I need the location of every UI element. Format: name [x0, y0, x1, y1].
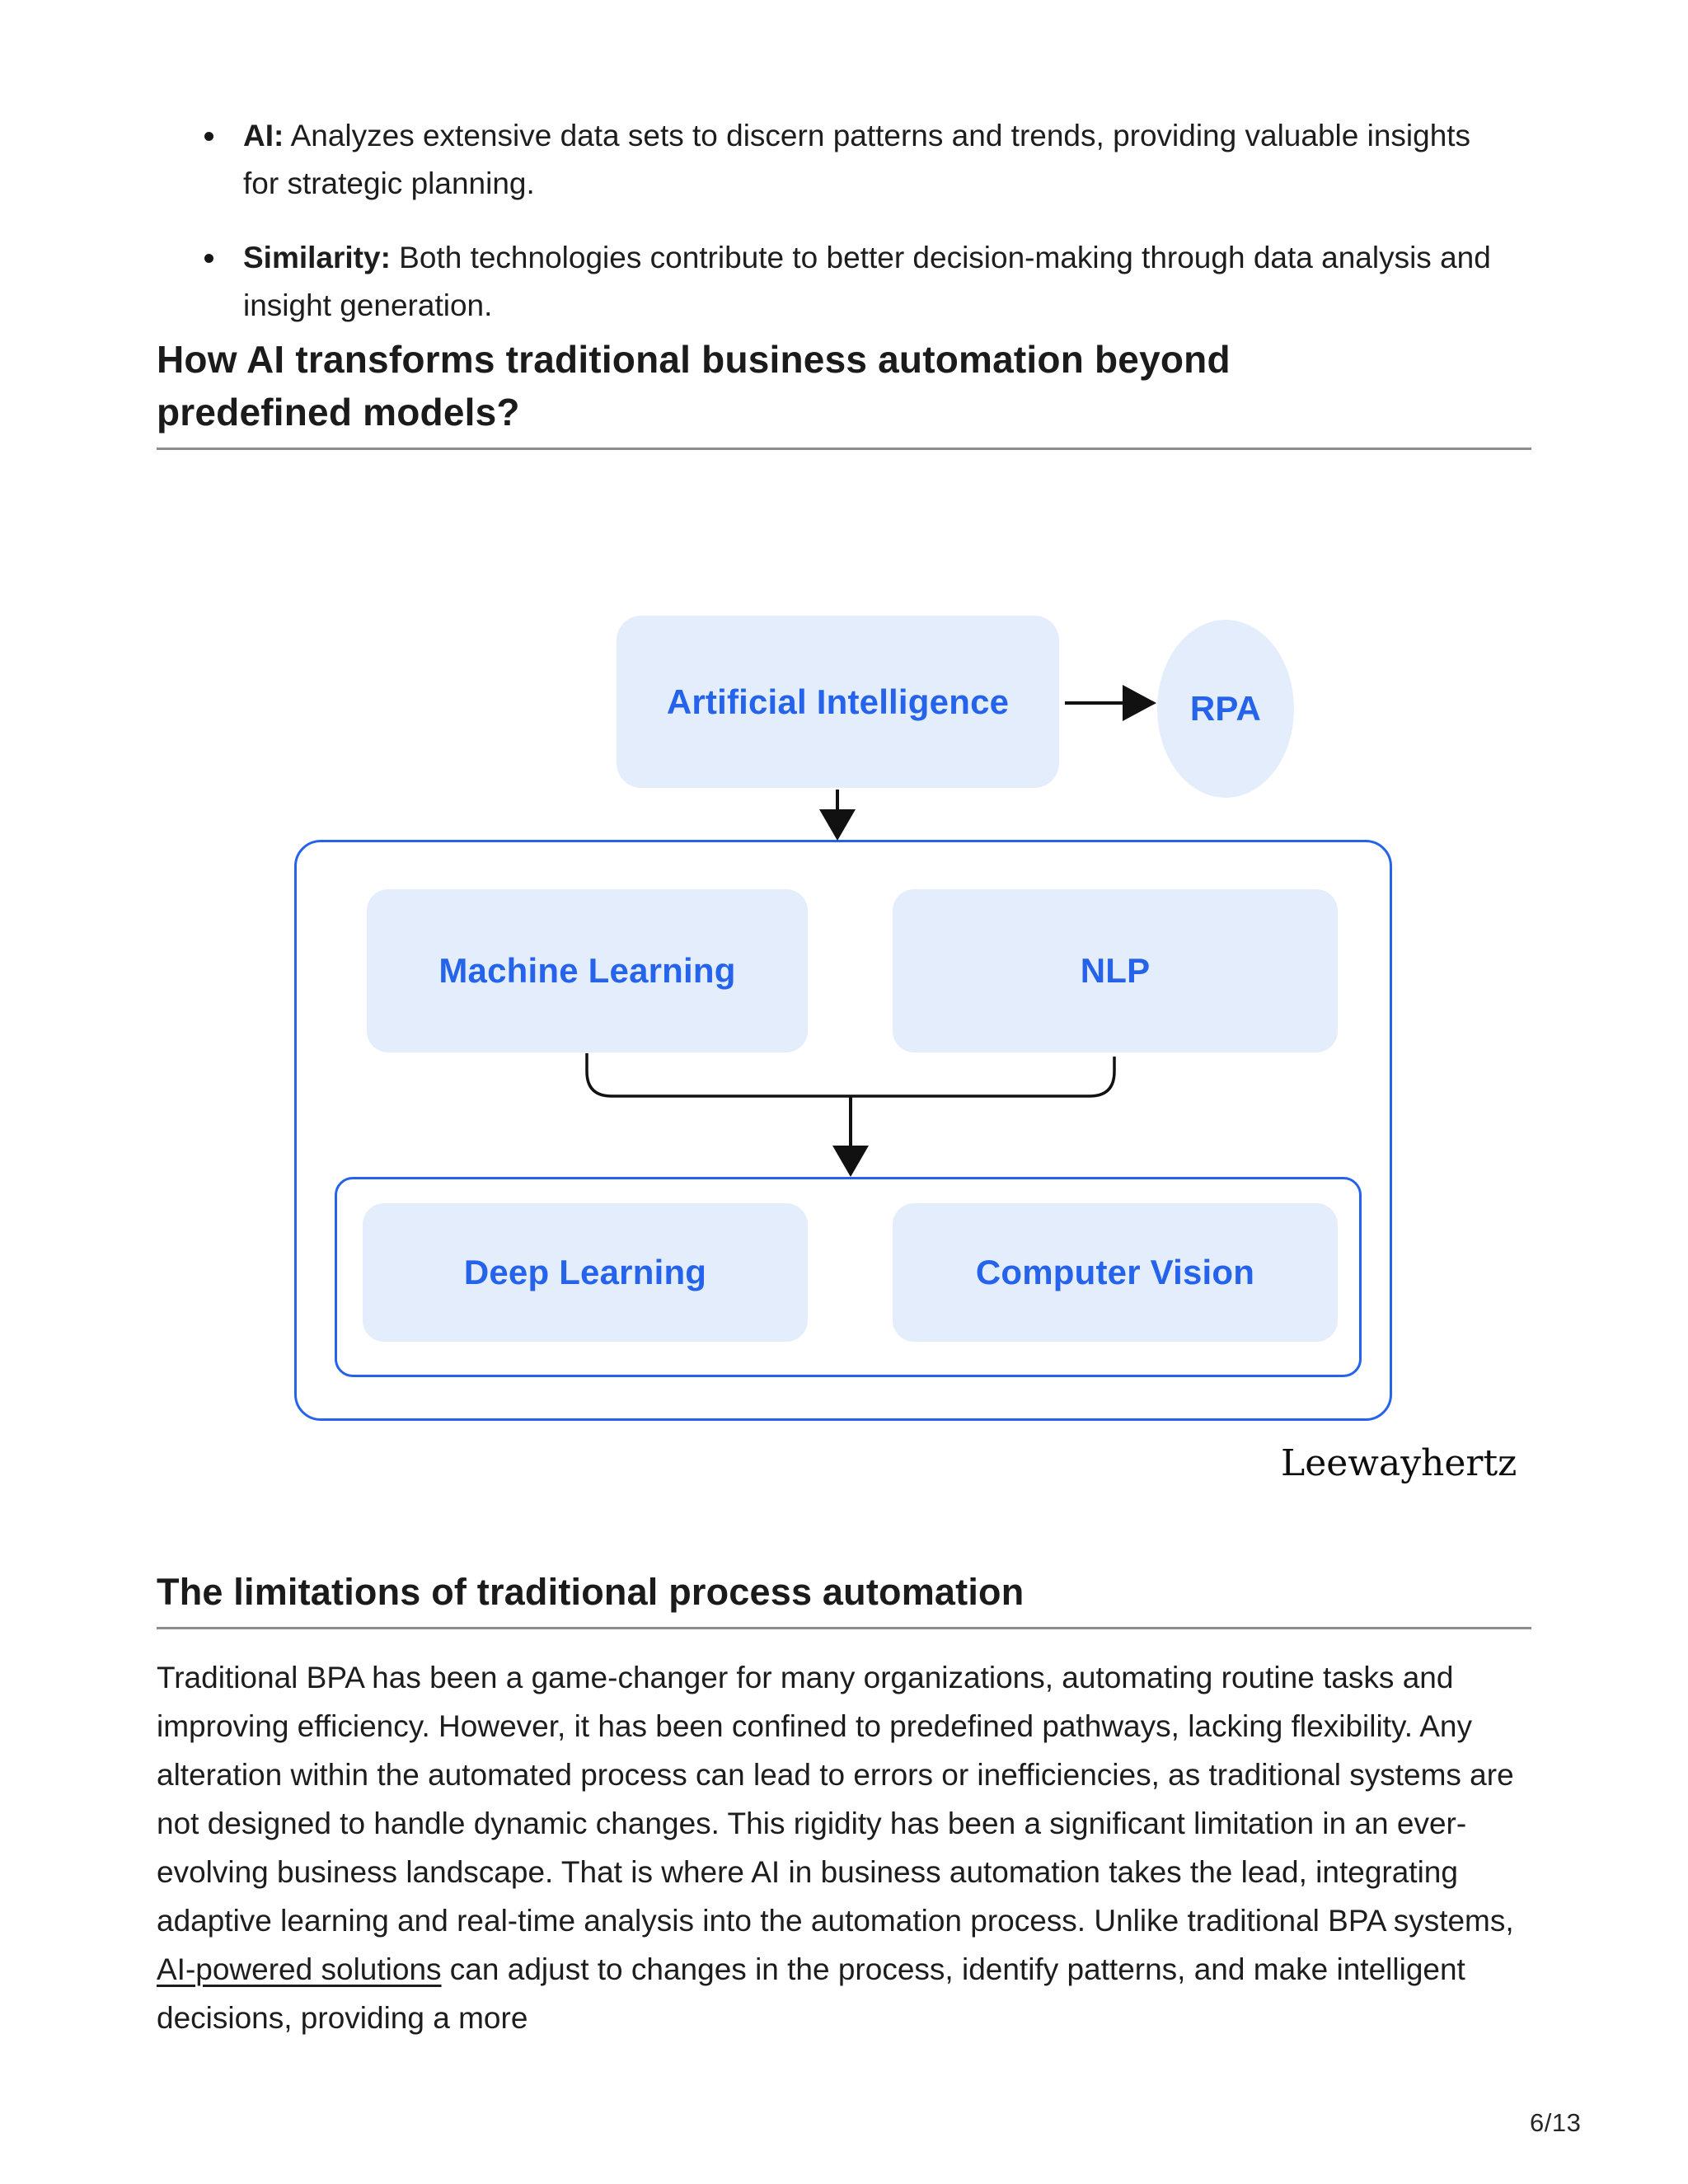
- diagram-node-nlp: NLP: [893, 889, 1338, 1052]
- diagram-node-machine-learning: Machine Learning: [367, 889, 808, 1052]
- paragraph-text: Traditional BPA has been a game-changer …: [157, 1661, 1514, 1938]
- diagram-node-deep-learning: Deep Learning: [363, 1203, 808, 1342]
- arrowhead-down-icon: [819, 809, 856, 841]
- heading-divider: [157, 448, 1531, 450]
- bullet-text: Analyzes extensive data sets to discern …: [243, 119, 1471, 200]
- paragraph-text: can adjust to changes in the process, id…: [157, 1952, 1465, 2035]
- bullet-term: AI:: [243, 119, 284, 152]
- diagram-node-rpa: RPA: [1157, 620, 1294, 798]
- section-heading-limitations: The limitations of traditional process a…: [157, 1571, 1025, 1613]
- list-item: AI: Analyzes extensive data sets to disc…: [157, 112, 1508, 208]
- section-heading-ai-transforms: How AI transforms traditional business a…: [157, 338, 1231, 434]
- page-number: 6/13: [1530, 2108, 1582, 2137]
- bullet-term: Similarity:: [243, 241, 391, 274]
- diagram-outer-group-box: [294, 840, 1392, 1421]
- ai-powered-solutions-link[interactable]: AI-powered solutions: [157, 1952, 442, 1986]
- diagram-node-computer-vision: Computer Vision: [893, 1203, 1338, 1342]
- heading-divider: [157, 1627, 1531, 1629]
- diagram-watermark: Leewayhertz: [1281, 1442, 1517, 1484]
- body-paragraph: Traditional BPA has been a game-changer …: [157, 1653, 1540, 2042]
- list-item: Similarity: Both technologies contribute…: [157, 234, 1508, 330]
- diagram-inner-group-box: [335, 1177, 1362, 1377]
- bullet-text: Both technologies contribute to better d…: [243, 241, 1491, 322]
- bullet-list: AI: Analyzes extensive data sets to disc…: [157, 112, 1508, 330]
- arrowhead-right-icon: [1123, 685, 1156, 721]
- diagram-node-artificial-intelligence: Artificial Intelligence: [617, 616, 1059, 788]
